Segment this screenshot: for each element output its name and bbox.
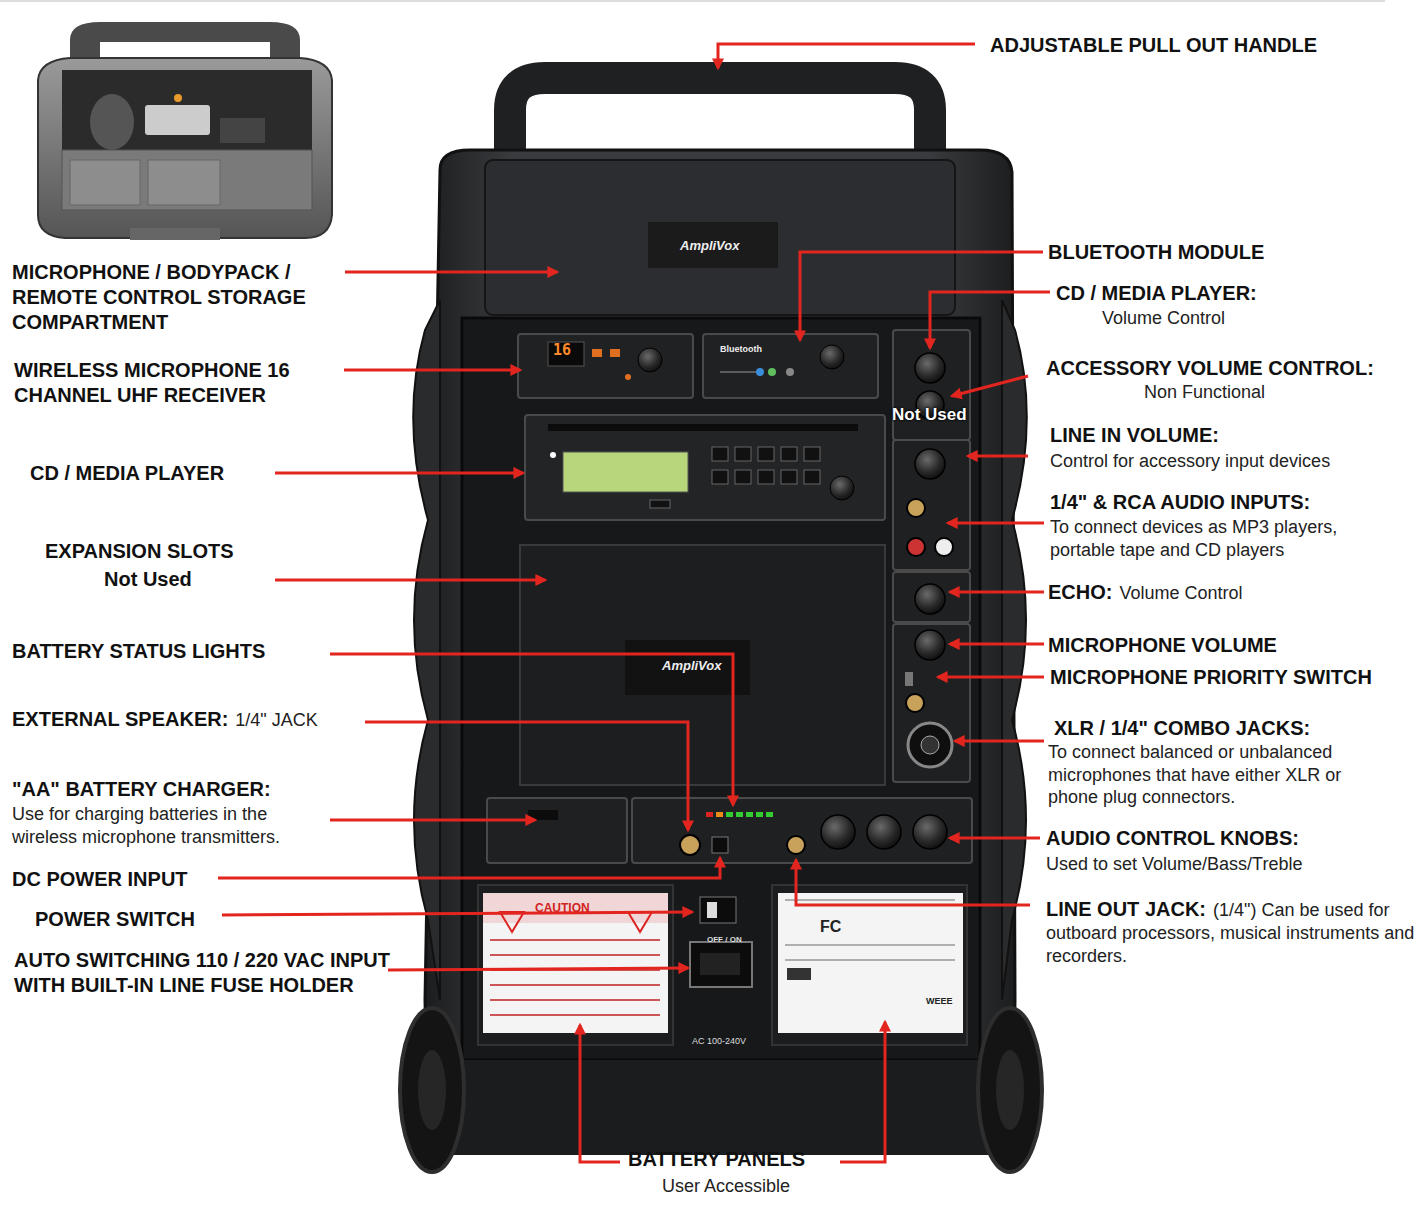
part-label: 1/4" & RCA AUDIO INPUTS: [1050, 490, 1310, 515]
part-label: CD / MEDIA PLAYER [30, 461, 224, 486]
part-label: MICROPHONE VOLUME [1048, 633, 1277, 658]
part-label: MICROPHONE PRIORITY SWITCH [1050, 665, 1372, 690]
certification-mark: WEEE [926, 996, 953, 1007]
device-text: AC 100-240V [692, 1036, 746, 1047]
part-label: EXPANSION SLOTS [45, 539, 234, 564]
callout-group: LINE OUT JACK:(1/4") Can be used for out… [1046, 897, 1416, 967]
part-note: 1/4" JACK [235, 710, 317, 730]
part-note: To connect balanced or unbalanced microp… [1048, 741, 1388, 809]
part-label: XLR / 1/4" COMBO JACKS: [1054, 716, 1310, 741]
part-label: DC POWER INPUT [12, 867, 188, 892]
part-label: MICROPHONE / BODYPACK / REMOTE CONTROL S… [12, 260, 334, 335]
device-text: Not Used [892, 404, 967, 425]
part-note: Use for charging batteries in the wirele… [12, 803, 327, 848]
part-label: ADJUSTABLE PULL OUT HANDLE [990, 33, 1317, 58]
part-label: WIRELESS MICROPHONE 16 CHANNEL UHF RECEI… [14, 358, 304, 408]
part-label: POWER SWITCH [35, 907, 195, 932]
part-label: BATTERY STATUS LIGHTS [12, 639, 265, 664]
storage-inset [34, 20, 334, 240]
part-note: To connect devices as MP3 players, porta… [1050, 516, 1385, 561]
part-label: ACCESSORY VOLUME CONTROL: [1046, 356, 1374, 381]
display-digits: 16 [553, 341, 571, 360]
part-note: Volume Control [1119, 583, 1242, 603]
warning-text: CAUTION [535, 901, 590, 916]
certification-mark: FC [820, 917, 841, 937]
part-note: User Accessible [662, 1175, 790, 1198]
part-note: Volume Control [1102, 307, 1225, 330]
part-label: CD / MEDIA PLAYER: [1056, 281, 1257, 306]
part-label: AUDIO CONTROL KNOBS: [1046, 826, 1299, 851]
part-label: "AA" BATTERY CHARGER: [12, 777, 271, 802]
logo-text: AmpliVox [662, 658, 721, 674]
part-note: Used to set Volume/Bass/Treble [1046, 853, 1302, 876]
callout-group: EXTERNAL SPEAKER: 1/4" JACK [12, 707, 318, 732]
part-label: LINE IN VOLUME: [1050, 423, 1219, 448]
callout-group: ECHO: Volume Control [1048, 580, 1243, 605]
part-label: BATTERY PANELS [628, 1147, 805, 1172]
logo-text: AmpliVox [680, 238, 739, 254]
part-label: LINE OUT JACK: [1046, 898, 1206, 920]
part-label: EXTERNAL SPEAKER: [12, 708, 228, 730]
part-note: Control for accessory input devices [1050, 450, 1330, 473]
part-label: ECHO: [1048, 581, 1112, 603]
part-note: Non Functional [1144, 381, 1265, 404]
part-note: Not Used [104, 567, 192, 592]
speaker-body [425, 150, 1015, 1150]
part-label: AUTO SWITCHING 110 / 220 VAC INPUT WITH … [14, 948, 392, 998]
part-label: BLUETOOTH MODULE [1048, 240, 1264, 265]
device-text: Bluetooth [720, 344, 762, 355]
device-text: OFF / ON [707, 935, 742, 945]
wheel [978, 1008, 1042, 1172]
wheel [400, 1008, 464, 1172]
